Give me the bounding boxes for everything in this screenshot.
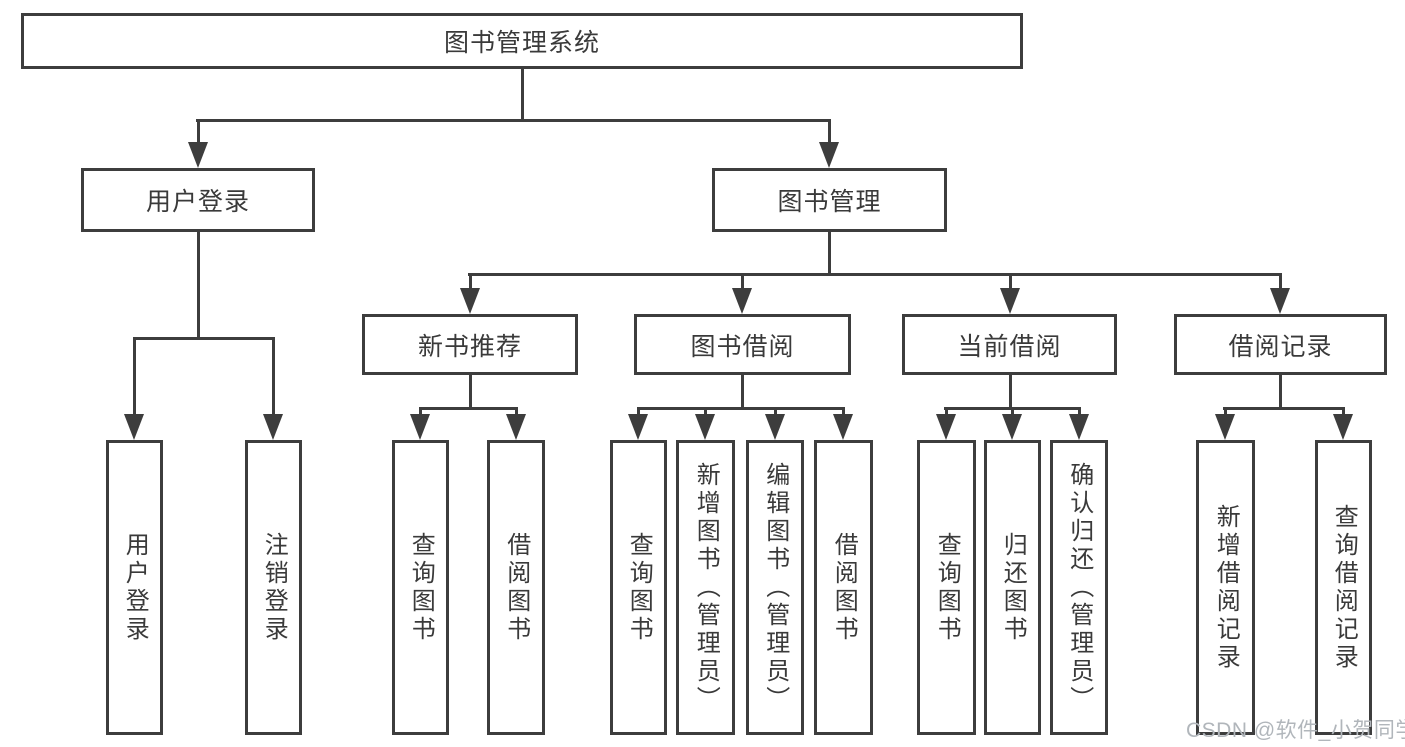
leaf-borrow-books-2: 借阅图书 — [814, 440, 873, 735]
connector-line — [841, 407, 845, 419]
node-label: 用户登录 — [121, 531, 149, 644]
node-label: 图书管理系统 — [443, 29, 600, 57]
leaf-query-books-1: 查询图书 — [392, 440, 449, 735]
leaf-user-login: 用户登录 — [106, 440, 163, 735]
connector-line — [196, 232, 200, 337]
arrowhead-down-icon — [833, 414, 853, 440]
connector-line — [1278, 375, 1282, 407]
node-label: 查询借阅记录 — [1330, 503, 1358, 672]
node-label: 图书借阅 — [690, 332, 795, 361]
node-label: 确认归还（管理员） — [1065, 461, 1093, 714]
leaf-logout: 注销登录 — [245, 440, 302, 735]
csdn-watermark: CSDN @软件_小贺同学 — [1186, 719, 1405, 742]
arrowhead-down-icon — [819, 142, 839, 168]
arrowhead-down-icon — [506, 414, 526, 440]
connector-line — [520, 69, 524, 119]
connector-line — [827, 232, 831, 273]
node-library-management-system: 图书管理系统 — [21, 13, 1023, 69]
connector-line — [637, 407, 845, 410]
connector-line — [1278, 273, 1282, 290]
leaf-query-books-3: 查询图书 — [917, 440, 976, 735]
node-label: 当前借阅 — [957, 332, 1062, 361]
node-label: 查询图书 — [933, 531, 961, 644]
connector-line — [1341, 407, 1345, 419]
leaf-confirm-return-admin: 确认归还（管理员） — [1050, 440, 1108, 735]
arrowhead-down-icon — [263, 414, 283, 440]
connector-line — [196, 119, 200, 145]
arrowhead-down-icon — [695, 414, 715, 440]
node-label: 新书推荐 — [417, 332, 522, 361]
node-book-borrowing: 图书借阅 — [634, 314, 851, 375]
arrowhead-down-icon — [765, 414, 785, 440]
arrowhead-down-icon — [410, 414, 430, 440]
node-new-book-recommendation: 新书推荐 — [362, 314, 578, 375]
leaf-query-books-2: 查询图书 — [610, 440, 667, 735]
connector-line — [419, 407, 518, 410]
node-label: 借阅记录 — [1228, 332, 1333, 361]
connector-line — [133, 337, 275, 340]
connector-line — [1223, 407, 1227, 419]
connector-line — [944, 407, 1081, 410]
node-book-management: 图书管理 — [712, 168, 947, 232]
arrowhead-down-icon — [1270, 288, 1290, 314]
connector-line — [773, 407, 777, 419]
node-label: 借阅图书 — [830, 531, 858, 644]
node-label: 查询图书 — [407, 531, 435, 644]
arrowhead-down-icon — [1215, 414, 1235, 440]
node-label: 新增图书（管理员） — [692, 461, 720, 714]
connector-line — [418, 407, 422, 419]
connector-line — [636, 407, 640, 419]
connector-line — [1223, 407, 1345, 410]
leaf-query-borrow-record: 查询借阅记录 — [1315, 440, 1372, 735]
connector-line — [196, 119, 831, 122]
connector-line — [944, 407, 948, 419]
connector-line — [132, 337, 136, 417]
node-label: 用户登录 — [145, 188, 250, 216]
connector-line — [703, 407, 707, 419]
arrowhead-down-icon — [188, 142, 208, 168]
connector-line — [1010, 407, 1014, 419]
node-label: 图书管理 — [777, 188, 882, 216]
leaf-borrow-books-1: 借阅图书 — [487, 440, 545, 735]
connector-line — [514, 407, 518, 419]
arrowhead-down-icon — [460, 288, 480, 314]
node-label: 新增借阅记录 — [1212, 503, 1240, 672]
connector-line — [271, 337, 275, 417]
node-borrowing-records: 借阅记录 — [1174, 314, 1387, 375]
leaf-add-borrow-record: 新增借阅记录 — [1196, 440, 1255, 735]
leaf-add-books-admin: 新增图书（管理员） — [676, 440, 735, 735]
connector-line — [1008, 375, 1012, 407]
connector-line — [740, 375, 744, 407]
arrowhead-down-icon — [1333, 414, 1353, 440]
leaf-edit-books-admin: 编辑图书（管理员） — [746, 440, 804, 735]
connector-line — [740, 273, 744, 290]
node-user-login: 用户登录 — [81, 168, 315, 232]
leaf-return-books: 归还图书 — [984, 440, 1041, 735]
node-label: 注销登录 — [260, 531, 288, 644]
connector-line — [468, 273, 472, 290]
node-label: 借阅图书 — [502, 531, 530, 644]
arrowhead-down-icon — [1002, 414, 1022, 440]
node-current-borrowing: 当前借阅 — [902, 314, 1117, 375]
connector-line — [827, 119, 831, 145]
arrowhead-down-icon — [732, 288, 752, 314]
arrowhead-down-icon — [124, 414, 144, 440]
connector-line — [468, 375, 472, 407]
connector-line — [1008, 273, 1012, 290]
connector-line — [1077, 407, 1081, 419]
node-label: 归还图书 — [999, 531, 1027, 644]
node-label: 编辑图书（管理员） — [761, 461, 789, 714]
node-label: 查询图书 — [625, 531, 653, 644]
connector-line — [468, 273, 1281, 276]
arrowhead-down-icon — [936, 414, 956, 440]
arrowhead-down-icon — [628, 414, 648, 440]
arrowhead-down-icon — [1069, 414, 1089, 440]
arrowhead-down-icon — [1000, 288, 1020, 314]
